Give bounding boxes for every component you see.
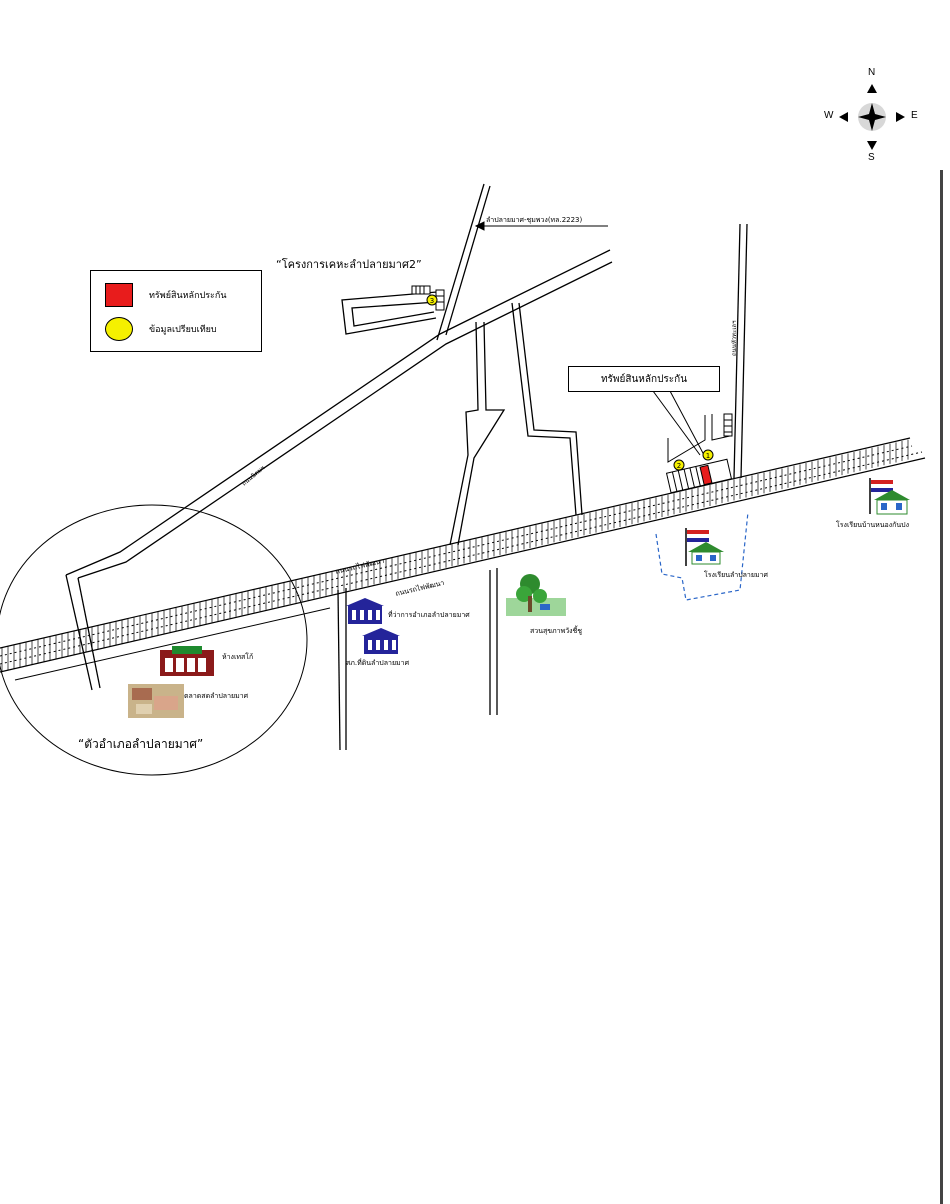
market-photo-icon [128, 684, 184, 718]
road-middle [449, 302, 583, 546]
park-icon [506, 574, 566, 616]
collateral-callout: ทรัพย์สินหลักประกัน [568, 366, 720, 392]
comparison-marker-2: 2 [673, 459, 685, 471]
road-ngan-nikom-label: ถนนนิคมฯ [241, 465, 266, 488]
school-zone-boundary [655, 511, 749, 601]
road-east [733, 223, 748, 479]
compass-south-label: S [868, 152, 875, 163]
road-railway-label-2: ถนนรถไฟพัฒนา [394, 578, 445, 598]
compass-north-label: N [868, 67, 876, 78]
compass-rose-icon [839, 84, 905, 150]
collateral-marker [699, 464, 713, 486]
project-buildings [411, 285, 445, 311]
road-east-label: ถนนหัวทะเลฯ [731, 321, 738, 356]
comparison-swatch [105, 317, 133, 341]
district-office-icon [346, 598, 384, 624]
collateral-swatch [105, 283, 133, 307]
dept-store-label: ห้างเทสโก้ [222, 652, 253, 661]
school-2-label: โรงเรียนบ้านหนองกันปง [836, 520, 909, 529]
railway-ties [1, 439, 909, 672]
market-label: ตลาดสดลำปลายมาศ [184, 692, 249, 700]
road-ngan-nikom [65, 249, 613, 691]
police-label: สภ.ที่ดินลำปลายมาศ [346, 658, 410, 667]
school-label: โรงเรียนลำปลายมาศ [704, 570, 769, 579]
district-center-label: “ตัวอำเภอลำปลายมาศ” [78, 737, 203, 751]
district-office-label: ที่ว่าการอำเภอลำปลายมาศ [388, 610, 470, 619]
project-label: “โครงการเคหะลำปลายมาศ2” [276, 257, 422, 271]
road-highway-2223 [436, 183, 491, 341]
road-project-access [341, 291, 438, 335]
district-center-area [0, 504, 308, 776]
school-2-icon [869, 478, 910, 515]
legend-item-collateral: ทรัพย์สินหลักประกัน [105, 283, 227, 307]
railway [0, 437, 926, 681]
road-south [337, 568, 498, 751]
map-legend: ทรัพย์สินหลักประกัน ข้อมูลเปรียบเทียบ [90, 270, 262, 352]
road-railway-label-1: ถนนรถไฟพัฒนา [334, 556, 385, 576]
school-icon [685, 528, 724, 566]
svg-text:1: 1 [706, 452, 710, 460]
svg-text:3: 3 [430, 297, 434, 305]
compass-east-label: E [911, 110, 918, 121]
highway-pointer [474, 221, 608, 231]
page-border [940, 170, 943, 1204]
department-store-icon [160, 646, 214, 676]
police-station-icon [362, 628, 400, 654]
comparison-marker-1: 1 [702, 449, 714, 461]
highway-label: ลำปลายมาศ-ชุมพวง(ทล.2223) [486, 216, 583, 224]
legend-comparison-label: ข้อมูลเปรียบเทียบ [149, 325, 217, 335]
legend-collateral-label: ทรัพย์สินหลักประกัน [149, 291, 227, 301]
collateral-site [665, 413, 733, 494]
compass-west-label: W [824, 110, 834, 121]
svg-text:2: 2 [677, 462, 681, 470]
legend-item-comparison: ข้อมูลเปรียบเทียบ [105, 317, 217, 341]
comparison-marker-3: 3 [426, 294, 438, 306]
park-label: สวนสุขภาพวังชี้ชู [530, 624, 582, 635]
